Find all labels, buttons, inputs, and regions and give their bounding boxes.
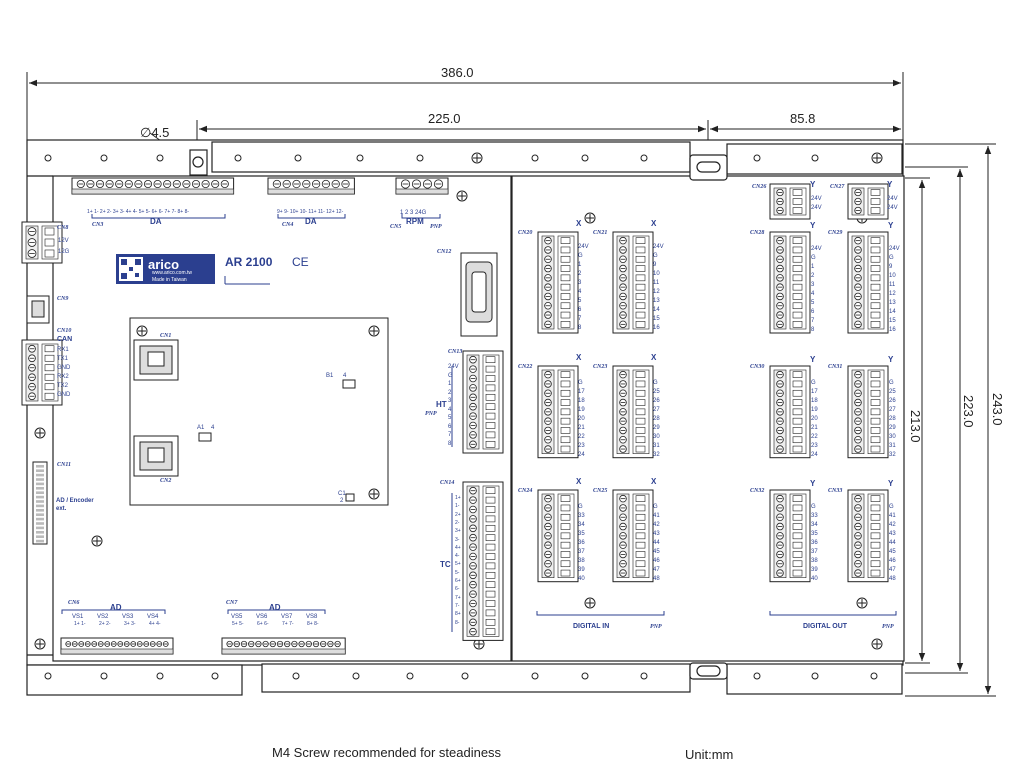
digital-in-block-2 — [612, 231, 654, 334]
cn13-terminal — [462, 350, 504, 454]
digital-out-block-1 — [769, 231, 811, 334]
cn6-terminal — [60, 637, 174, 655]
cn27-terminal — [847, 183, 889, 220]
digital-in-block-5 — [537, 489, 579, 583]
digital-in-block-3 — [537, 365, 579, 459]
cn26-terminal — [769, 183, 811, 220]
digital-out-block-2 — [847, 231, 889, 334]
digital-out-block-4 — [847, 365, 889, 459]
brand-logo-block — [116, 254, 270, 285]
group-brackets — [55, 214, 897, 632]
digital-out-block-6 — [847, 489, 889, 583]
cn4-terminal — [267, 177, 355, 195]
digital-in-block-4 — [612, 365, 654, 459]
digital-out-block-3 — [769, 365, 811, 459]
digital-out-block-5 — [769, 489, 811, 583]
dimension-lines — [26, 72, 996, 697]
cn7-terminal — [221, 637, 346, 655]
digital-in-block-1 — [537, 231, 579, 334]
terminal-blocks — [21, 177, 889, 655]
cn10-terminal — [21, 339, 63, 406]
usb-port — [26, 295, 50, 324]
cn11-connector — [32, 461, 48, 545]
cn5-terminal — [395, 177, 449, 195]
cn3-terminal — [71, 177, 235, 195]
cpu-board — [129, 317, 389, 506]
cn14-terminal — [462, 481, 504, 641]
digital-in-block-6 — [612, 489, 654, 583]
vga-port — [460, 252, 498, 337]
mounting-holes — [44, 154, 878, 680]
cn8-terminal — [21, 221, 63, 264]
